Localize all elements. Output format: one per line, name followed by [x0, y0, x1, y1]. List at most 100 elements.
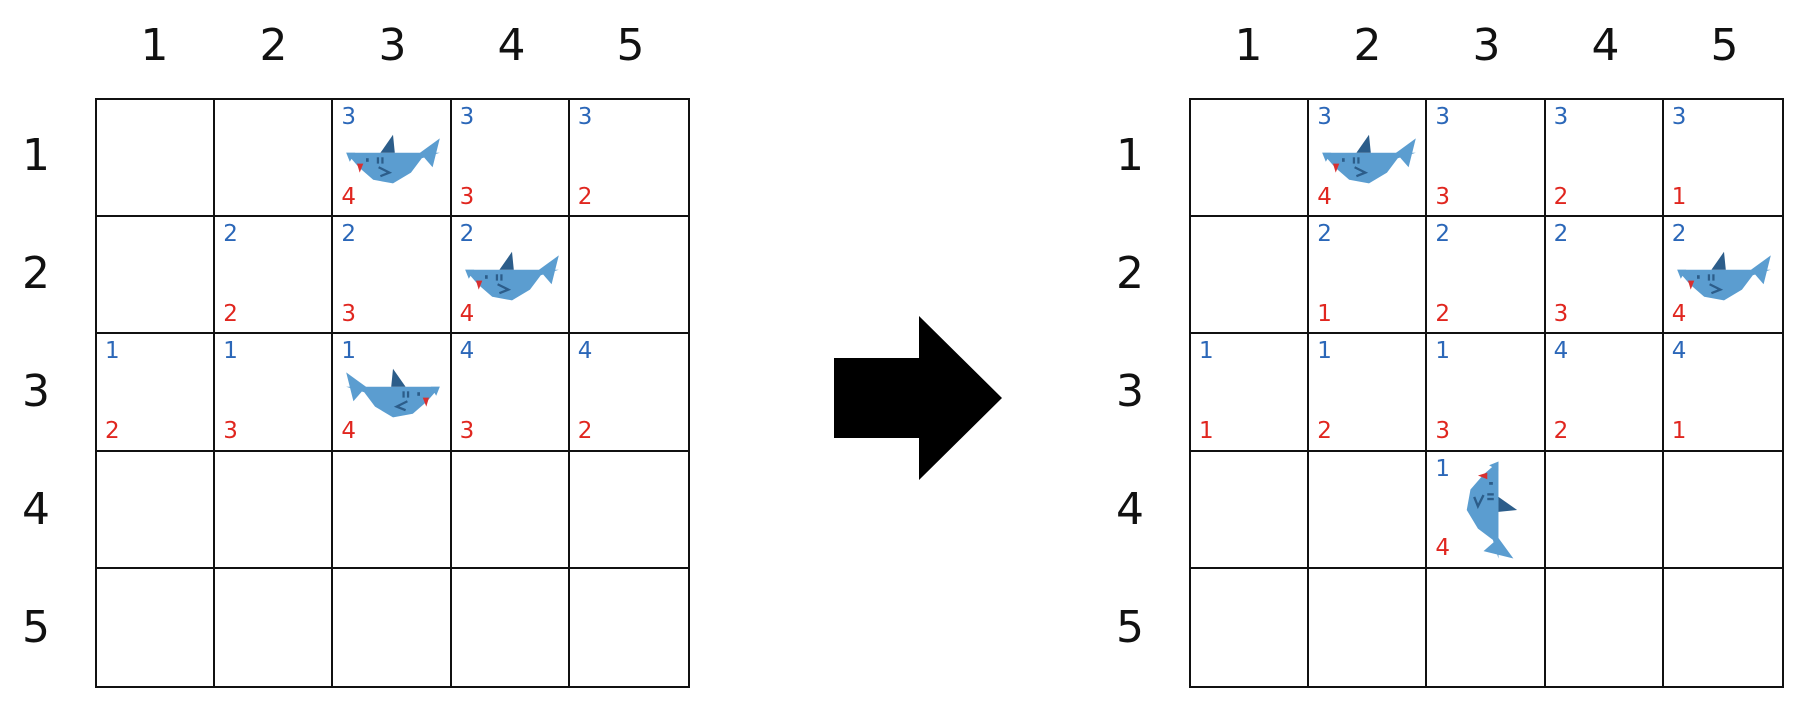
- left-row-label: 4: [22, 484, 50, 535]
- cell-top-number: 4: [459, 338, 475, 365]
- left-grid-cell: [97, 100, 216, 218]
- cell-bottom-number: 2: [1435, 300, 1451, 327]
- right-column-label: 2: [1353, 20, 1382, 71]
- arrow-shape: [834, 316, 1002, 480]
- cell-top-number: 1: [1435, 338, 1451, 365]
- left-column-label: 2: [259, 20, 288, 71]
- right-grid-cell: [1191, 217, 1310, 335]
- shark-icon: [464, 251, 559, 301]
- right-grid-cell: [1309, 451, 1428, 569]
- left-grid-cell: [333, 568, 452, 686]
- right-grid-cell: [1546, 568, 1664, 686]
- right-grid-cell: [1427, 568, 1546, 686]
- cell-bottom-number: 3: [341, 300, 357, 327]
- left-row-label: 5: [22, 602, 50, 653]
- cell-bottom-number: 3: [223, 418, 238, 444]
- right-row-label: 2: [1116, 248, 1144, 299]
- cell-top-number: 3: [341, 104, 357, 130]
- shark-icon: [1676, 251, 1771, 301]
- cell-top-number: 2: [341, 221, 357, 248]
- cell-top-number: 2: [1317, 221, 1332, 248]
- right-grid-cell: [1191, 451, 1310, 569]
- left-column-label: 5: [616, 20, 645, 71]
- shark-icon: [346, 369, 441, 418]
- cell-bottom-number: 4: [341, 183, 357, 210]
- left-column-label: 1: [140, 20, 169, 71]
- left-grid-cell: [451, 451, 570, 569]
- left-grid-cell: [569, 452, 688, 569]
- cell-top-number: 2: [1671, 221, 1687, 248]
- cell-top-number: 3: [1317, 104, 1332, 130]
- shark-icon: [346, 134, 441, 184]
- cell-bottom-number: 2: [1553, 418, 1569, 444]
- right-row-label: 3: [1116, 366, 1144, 417]
- right-grid-cell: [1663, 452, 1782, 569]
- right-arrow-icon: [834, 316, 1002, 480]
- cell-top-number: 3: [1671, 104, 1687, 130]
- cell-bottom-number: 4: [459, 300, 475, 327]
- right-row-label: 5: [1116, 602, 1144, 653]
- left-column-label: 3: [378, 20, 407, 71]
- cell-top-number: 2: [223, 221, 238, 248]
- right-column-label: 5: [1710, 20, 1739, 71]
- right-column-label: 4: [1591, 20, 1620, 71]
- right-column-label: 1: [1234, 20, 1263, 71]
- left-row-label: 3: [22, 366, 50, 417]
- left-grid-cell: [215, 568, 334, 686]
- cell-top-number: 1: [341, 338, 357, 365]
- cell-bottom-number: 3: [459, 183, 475, 210]
- cell-top-number: 3: [577, 104, 593, 130]
- cell-bottom-number: 1: [1671, 418, 1687, 444]
- cell-bottom-number: 2: [1553, 183, 1569, 210]
- right-row-label: 4: [1116, 484, 1144, 535]
- left-column-label: 4: [497, 20, 526, 71]
- cell-top-number: 2: [459, 221, 475, 248]
- right-column-label: 3: [1472, 20, 1501, 71]
- cell-bottom-number: 2: [105, 418, 120, 444]
- shark-icon: [1467, 461, 1518, 559]
- right-grid-cell: [1191, 100, 1310, 218]
- left-row-label: 1: [22, 130, 50, 181]
- cell-bottom-number: 1: [1317, 300, 1332, 327]
- cell-bottom-number: 2: [577, 418, 593, 444]
- cell-bottom-number: 2: [577, 183, 593, 210]
- cell-top-number: 2: [1435, 221, 1451, 248]
- cell-top-number: 1: [1199, 338, 1214, 365]
- cell-bottom-number: 2: [223, 300, 238, 327]
- left-grid-cell: [97, 217, 216, 335]
- left-grid-cell: [333, 451, 452, 569]
- cell-bottom-number: 4: [341, 418, 357, 444]
- left-grid-cell: [97, 451, 216, 569]
- right-row-label: 1: [1116, 130, 1144, 181]
- left-grid-cell: [570, 569, 688, 686]
- cell-bottom-number: 3: [1435, 418, 1451, 444]
- cell-bottom-number: 4: [1671, 300, 1687, 327]
- cell-bottom-number: 2: [1317, 418, 1332, 444]
- left-grid-cell: [569, 217, 688, 335]
- cell-top-number: 3: [1435, 104, 1451, 130]
- cell-top-number: 1: [1435, 455, 1451, 482]
